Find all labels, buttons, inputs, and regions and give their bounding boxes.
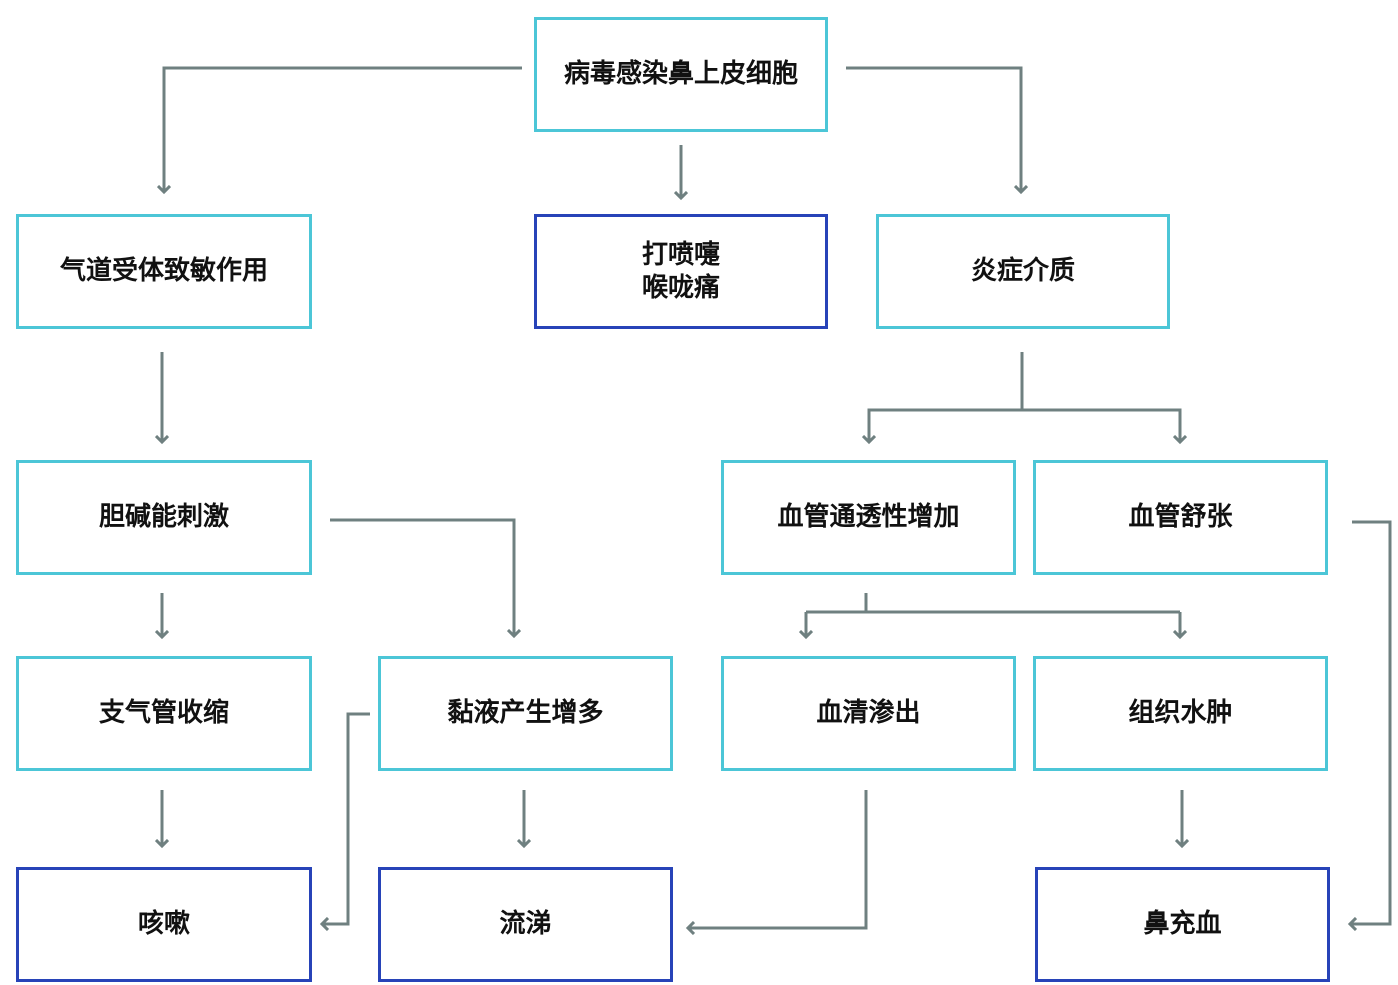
node-airway-sensitization: 气道受体致敏作用 <box>16 214 312 329</box>
connector-infection-to-airway <box>164 66 522 192</box>
node-bronchoconstriction-label: 支气管收缩 <box>98 698 229 729</box>
node-serum-exudation-label: 血清渗出 <box>816 698 921 729</box>
node-vasodilation: 血管舒张 <box>1033 460 1328 575</box>
node-tissue-edema-label: 组织水肿 <box>1128 698 1233 729</box>
node-tissue-edema: 组织水肿 <box>1033 656 1328 771</box>
node-vasodilation-label: 血管舒张 <box>1128 502 1233 533</box>
node-cholinergic-stimulation-label: 胆碱能刺激 <box>98 502 229 533</box>
connector-cholinergic-to-mucus <box>330 518 514 636</box>
node-airway-sensitization-label: 气道受体致敏作用 <box>59 256 268 287</box>
node-cholinergic-stimulation: 胆碱能刺激 <box>16 460 312 575</box>
node-vascular-permeability-label: 血管通透性增加 <box>777 502 960 533</box>
node-nasal-congestion: 鼻充血 <box>1035 867 1330 982</box>
node-runny-nose-label: 流涕 <box>499 909 552 940</box>
node-infection: 病毒感染鼻上皮细胞 <box>534 17 828 132</box>
node-inflammatory-mediators: 炎症介质 <box>876 214 1170 329</box>
connector-mucus-to-cough <box>322 712 370 924</box>
node-bronchoconstriction: 支气管收缩 <box>16 656 312 771</box>
connector-inflammation-to-vascular-perm <box>869 408 1022 442</box>
node-serum-exudation: 血清渗出 <box>721 656 1016 771</box>
node-inflammatory-mediators-label: 炎症介质 <box>970 256 1075 287</box>
node-cough-label: 咳嗽 <box>137 909 190 940</box>
node-mucus-production: 黏液产生增多 <box>378 656 673 771</box>
connector-serum-to-runny-nose <box>688 790 868 928</box>
node-mucus-production-label: 黏液产生增多 <box>447 698 604 729</box>
connector-vasodilation-to-congestion <box>1350 520 1392 924</box>
node-cough: 咳嗽 <box>16 867 312 982</box>
connector-infection-to-inflammation <box>846 66 1021 192</box>
node-sneeze-sore-throat-label: 打喷嚏 喉咙痛 <box>641 240 720 303</box>
node-nasal-congestion-label: 鼻充血 <box>1143 909 1222 940</box>
connector-inflammation-to-vasodilation <box>1022 408 1180 442</box>
node-infection-label: 病毒感染鼻上皮细胞 <box>563 59 798 90</box>
node-runny-nose: 流涕 <box>378 867 673 982</box>
node-vascular-permeability: 血管通透性增加 <box>721 460 1016 575</box>
node-sneeze-sore-throat: 打喷嚏 喉咙痛 <box>534 214 828 329</box>
